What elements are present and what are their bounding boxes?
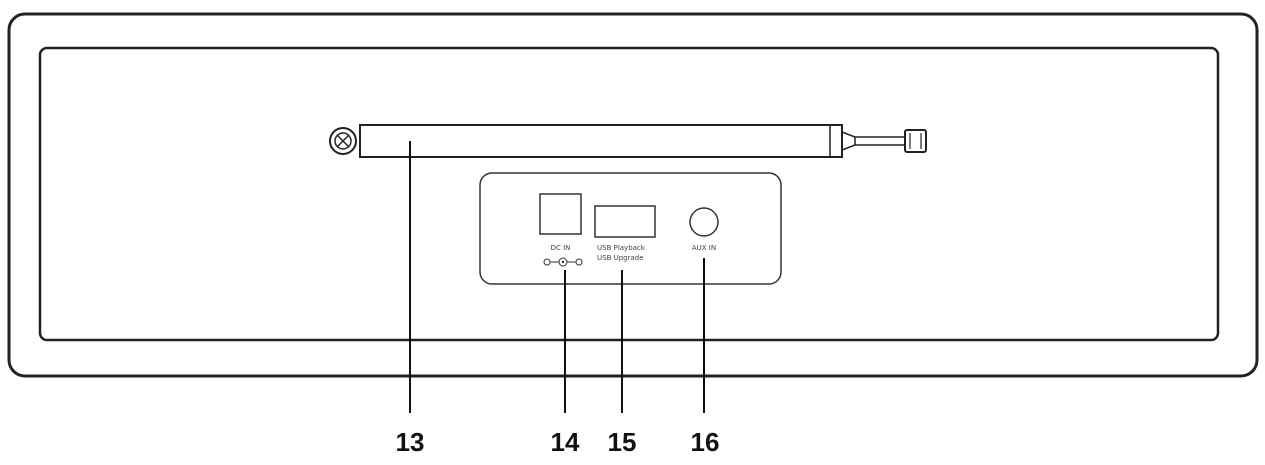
callout-14: 14 <box>551 427 580 457</box>
usb-label-line2: USB Upgrade <box>597 254 644 262</box>
usb-port <box>594 205 656 238</box>
antenna-rod <box>359 124 843 158</box>
aux-in-label: AUX IN <box>692 244 716 252</box>
usb-label-line1: USB Playback <box>597 244 646 252</box>
callout-13: 13 <box>396 427 425 457</box>
telescopic-antenna <box>329 124 927 158</box>
antenna-tip <box>904 129 927 153</box>
callout-15: 15 <box>608 427 637 457</box>
dc-polarity-icon <box>543 257 583 267</box>
device-outer-housing <box>7 12 1259 378</box>
dc-in-port <box>539 193 582 235</box>
connector-plate <box>479 172 782 285</box>
dc-in-label: DC IN <box>551 244 571 252</box>
antenna-taper <box>841 131 856 151</box>
aux-in-jack <box>689 207 719 237</box>
device-inner-panel <box>38 46 1220 342</box>
callout-16: 16 <box>691 427 720 457</box>
antenna-pivot <box>329 127 357 155</box>
